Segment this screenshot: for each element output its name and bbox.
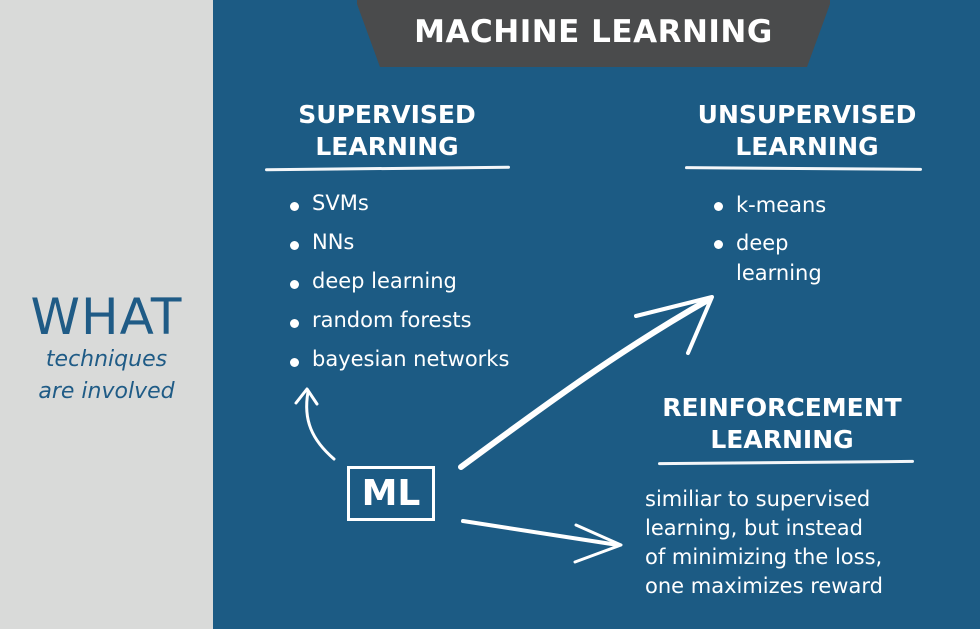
unsupervised-heading-line-2: LEARNING	[735, 132, 879, 161]
arrow-to-supervised	[305, 390, 336, 461]
supervised-item: SVMs	[288, 190, 509, 229]
arrow-to-unsupervised-head	[634, 295, 714, 355]
unsupervised-heading-line-1: UNSUPERVISED	[697, 100, 917, 129]
unsupervised-item: deep learning	[712, 228, 826, 288]
supervised-item: bayesian networks	[288, 346, 509, 385]
arrow-to-reinforcement	[461, 519, 620, 547]
diagram-panel	[213, 0, 980, 629]
supervised-heading: SUPERVISED LEARNING	[262, 99, 512, 163]
unsupervised-item: k-means	[712, 190, 826, 220]
side-panel: WHAT techniques are involved	[0, 0, 213, 629]
side-subtitle-line-1: techniques	[45, 347, 168, 372]
side-subtitle-line-2: are involved	[38, 379, 175, 404]
arrow-to-reinforcement-head	[573, 523, 623, 564]
arrow-to-supervised-head	[294, 387, 319, 406]
banner-title: MACHINE LEARNING	[414, 14, 773, 50]
reinforcement-description: similiar to supervised learning, but ins…	[645, 487, 883, 598]
reinforcement-heading-line-1: REINFORCEMENT	[662, 393, 902, 422]
supervised-list: SVMs NNs deep learning random forests ba…	[288, 190, 509, 385]
supervised-heading-line-1: SUPERVISED	[298, 100, 476, 129]
unsupervised-heading: UNSUPERVISED LEARNING	[677, 99, 937, 163]
supervised-heading-line-2: LEARNING	[315, 132, 459, 161]
reinforcement-heading: REINFORCEMENT LEARNING	[643, 392, 921, 456]
banner-background	[357, 0, 830, 67]
supervised-item: random forests	[288, 307, 509, 346]
ml-label: ML	[347, 466, 435, 521]
unsupervised-list: k-means deep learning	[712, 190, 826, 296]
reinforcement-heading-line-2: LEARNING	[710, 425, 854, 454]
supervised-item: NNs	[288, 229, 509, 268]
supervised-item: deep learning	[288, 268, 509, 307]
arrow-to-unsupervised	[458, 297, 711, 470]
side-title: WHAT	[30, 288, 183, 346]
